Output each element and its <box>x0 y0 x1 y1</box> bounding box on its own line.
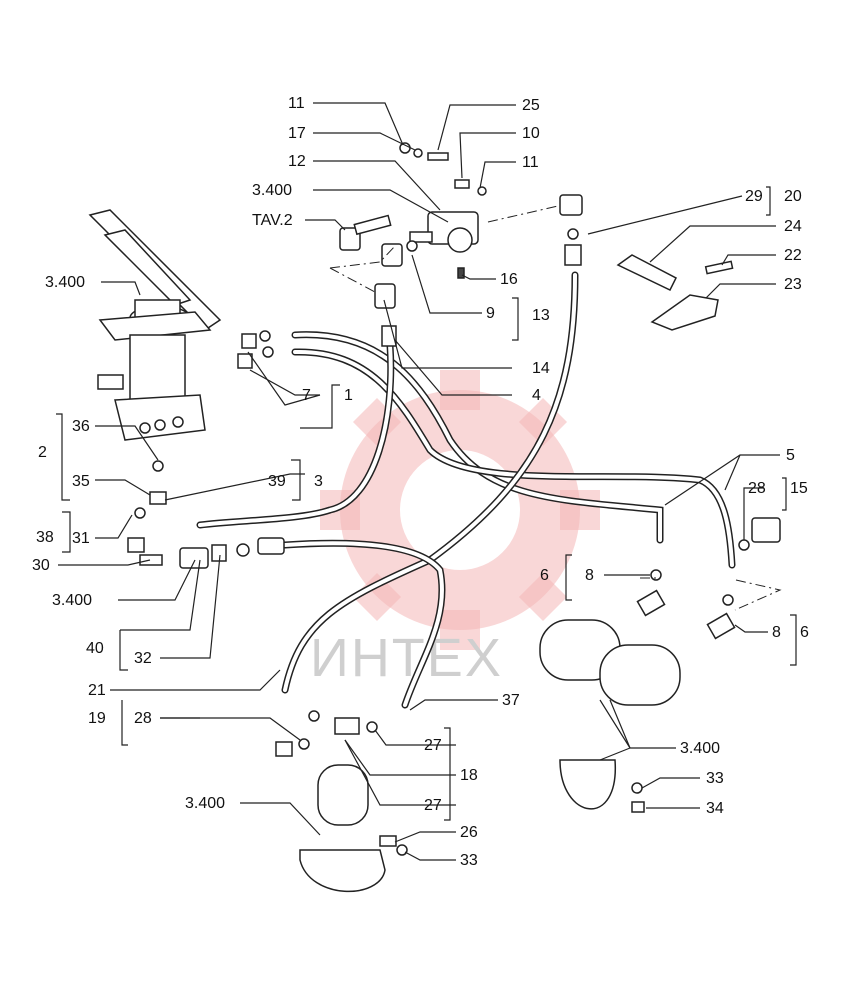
watermark-gear <box>320 370 600 650</box>
callout-31: 31 <box>72 530 90 547</box>
callout-20: 20 <box>784 188 802 205</box>
callout-28: 28 <box>748 480 766 497</box>
brake-hoses <box>196 271 736 709</box>
callout-3400: 3.400 <box>680 740 720 757</box>
callout-22: 22 <box>784 247 802 264</box>
leader-lines <box>56 102 797 861</box>
callout-27: 27 <box>424 797 442 814</box>
callout-23: 23 <box>784 276 802 293</box>
callout-27: 27 <box>424 737 442 754</box>
callout-14: 14 <box>532 360 550 377</box>
callout-30: 30 <box>32 557 50 574</box>
accumulator-lower <box>275 710 408 892</box>
callout-40: 40 <box>86 640 104 657</box>
callout-36: 36 <box>72 418 90 435</box>
callout-15: 15 <box>790 480 808 497</box>
callout-11: 11 <box>288 95 305 112</box>
callout-33: 33 <box>460 852 478 869</box>
callout-tav2: TAV.2 <box>252 212 293 229</box>
callout-28: 28 <box>134 710 152 727</box>
callout-39: 39 <box>268 473 286 490</box>
callout-21: 21 <box>88 682 106 699</box>
callout-37: 37 <box>502 692 520 709</box>
callout-labels: 11 17 12 3.400 TAV.2 25 10 11 29 20 24 2… <box>32 95 809 869</box>
left-fittings <box>127 330 285 569</box>
callout-24: 24 <box>784 218 802 235</box>
callout-8: 8 <box>585 567 594 584</box>
callout-17: 17 <box>288 125 306 142</box>
callout-9: 9 <box>486 305 495 322</box>
center-lines <box>329 205 782 611</box>
callout-29: 29 <box>745 188 763 205</box>
callout-26: 26 <box>460 824 478 841</box>
callout-16: 16 <box>500 271 518 288</box>
callout-35: 35 <box>72 473 90 490</box>
callout-5: 5 <box>786 447 795 464</box>
callout-12: 12 <box>288 153 306 170</box>
callout-19: 19 <box>88 710 106 727</box>
callout-3: 3 <box>314 473 323 490</box>
callout-11: 11 <box>522 154 539 171</box>
watermark-text: ИНТЕХ <box>310 628 503 688</box>
callout-6: 6 <box>800 624 809 641</box>
callout-3400: 3.400 <box>45 274 85 291</box>
brake-valve-top <box>339 142 583 347</box>
callout-1: 1 <box>344 387 353 404</box>
lever-parts <box>616 254 734 331</box>
callout-33: 33 <box>706 770 724 787</box>
accumulators-right <box>539 517 781 813</box>
callout-34: 34 <box>706 800 724 817</box>
callout-6: 6 <box>540 567 549 584</box>
callout-38: 38 <box>36 529 54 546</box>
callout-8: 8 <box>772 624 781 641</box>
callout-3400: 3.400 <box>185 795 225 812</box>
callout-3400: 3.400 <box>52 592 92 609</box>
callout-32: 32 <box>134 650 152 667</box>
callout-13: 13 <box>532 307 550 324</box>
brake-pedal-assembly <box>88 209 222 441</box>
callout-18: 18 <box>460 767 478 784</box>
callout-2: 2 <box>38 444 47 461</box>
callout-3400: 3.400 <box>252 182 292 199</box>
callout-7: 7 <box>302 387 311 404</box>
callout-4: 4 <box>532 387 541 404</box>
callout-10: 10 <box>522 125 540 142</box>
callout-25: 25 <box>522 97 540 114</box>
